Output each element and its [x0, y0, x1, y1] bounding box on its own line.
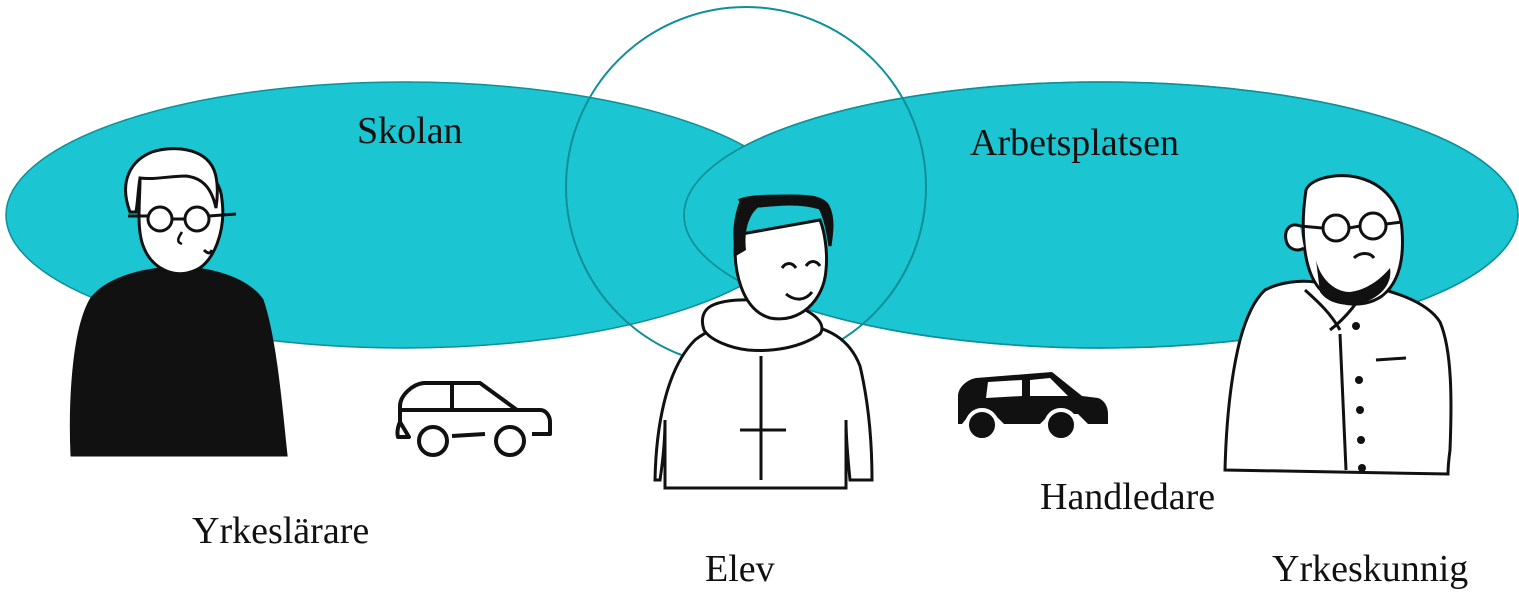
teacher-figure — [69, 147, 288, 457]
workplace-region-label: Arbetsplatsen — [970, 122, 1179, 164]
teacher-label: Yrkeslärare — [192, 510, 370, 552]
student-figure — [653, 194, 874, 490]
workplace-region-outline — [683, 81, 1519, 349]
professional-figure — [1223, 174, 1453, 476]
car-outline-icon — [395, 381, 552, 457]
school-region-label: Skolan — [357, 110, 463, 152]
supervisor-label: Handledare — [1040, 476, 1216, 518]
car-filled-icon — [958, 372, 1108, 442]
professional-label: Yrkeskunnig — [1272, 548, 1469, 590]
student-label: Elev — [705, 548, 775, 590]
